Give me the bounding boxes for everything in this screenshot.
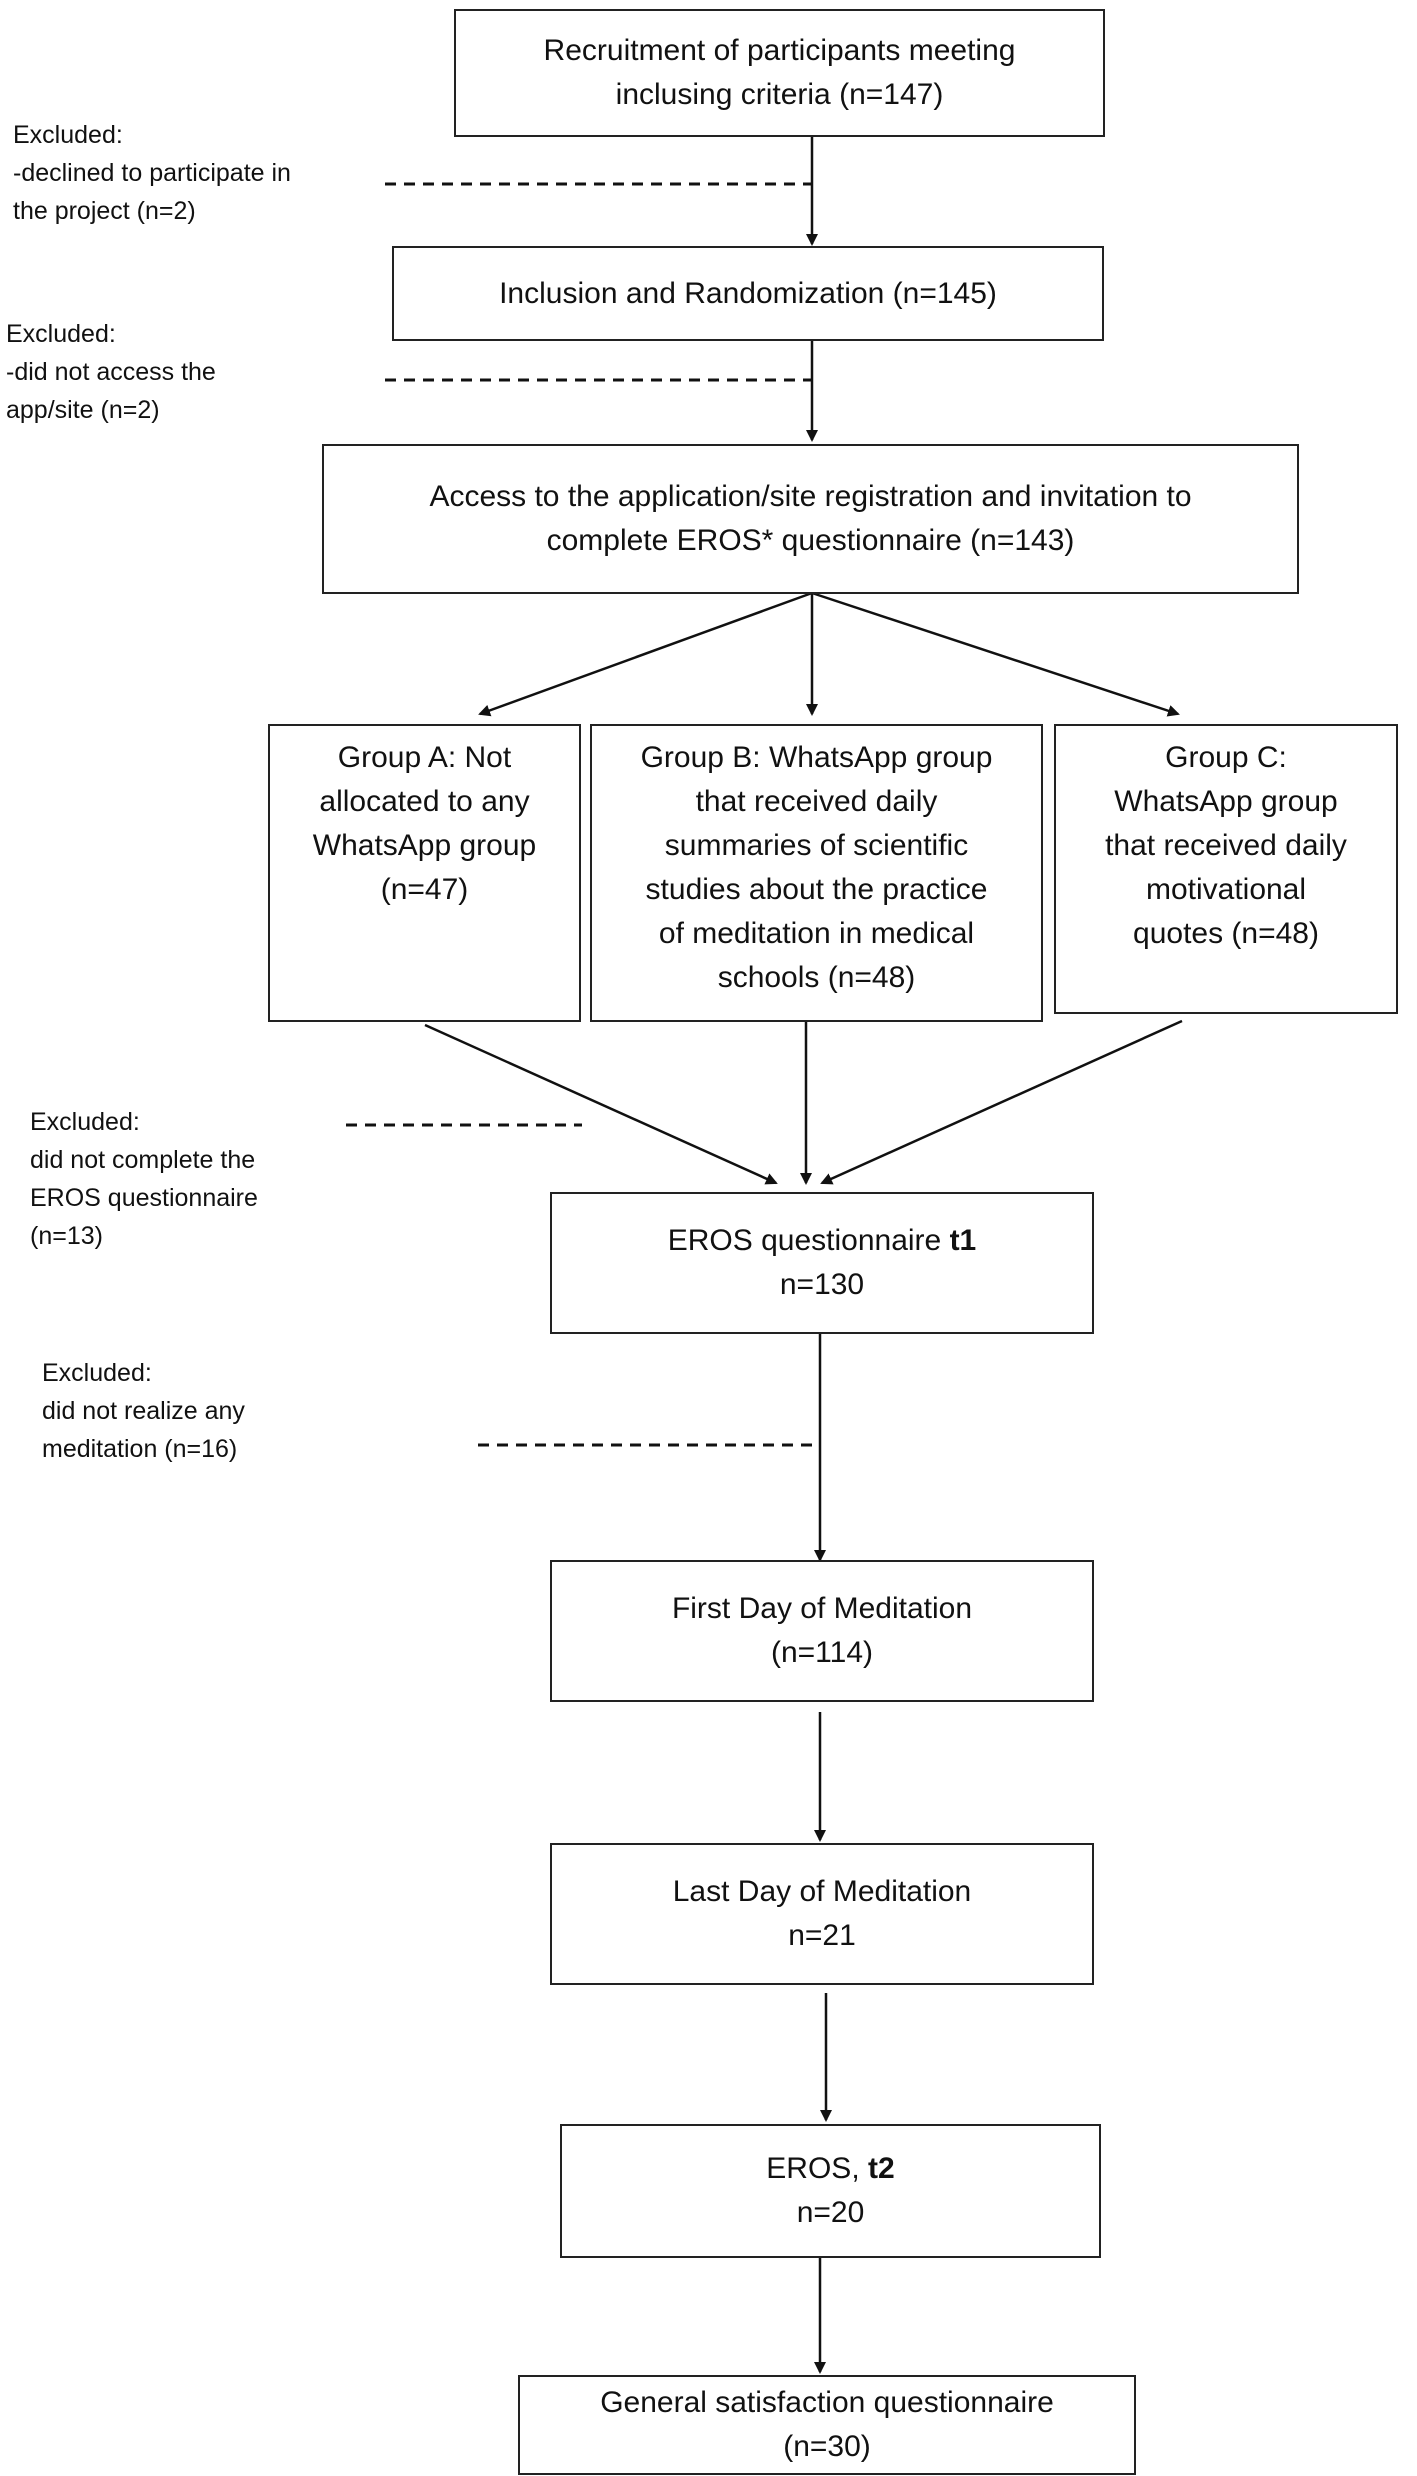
arrow-access-to-group-a	[478, 591, 813, 717]
satisfaction-line-2: (n=30)	[783, 2430, 871, 2463]
group-a-line-2: allocated to any	[319, 785, 530, 818]
eros-t1-box: EROS questionnaire t1 n=130	[550, 1192, 1094, 1334]
access-line-2: complete EROS* questionnaire (n=143)	[546, 524, 1075, 557]
inclusion-line-1: Inclusion and Randomization (n=145)	[499, 276, 997, 310]
group-b-box: Group B: WhatsApp group that received da…	[590, 724, 1043, 1022]
exclusion-4-line-2: did not realize any	[42, 1397, 245, 1425]
group-b-line-5: of meditation in medical	[658, 917, 975, 950]
exclusion-2-heading: Excluded:	[6, 320, 116, 348]
group-c-box: Group C: WhatsApp group that received da…	[1054, 724, 1398, 1014]
group-a-line-3: WhatsApp group	[312, 829, 537, 862]
eros-t1-timepoint: t1	[949, 1224, 977, 1257]
group-c-line-4: motivational	[1145, 873, 1307, 906]
group-b-line-1: Group B: WhatsApp group	[640, 741, 993, 774]
group-c-line-3: that received daily	[1105, 829, 1347, 862]
last-day-line-2: n=21	[788, 1919, 856, 1952]
exclusion-3-line-4: (n=13)	[30, 1222, 103, 1250]
last-day-line-1: Last Day of Meditation	[672, 1875, 972, 1908]
arrow-group-c-to-t1	[820, 1019, 1183, 1185]
eros-t2-label: EROS,	[766, 2152, 868, 2185]
last-day-box: Last Day of Meditation n=21	[550, 1843, 1094, 1985]
first-day-line-1: First Day of Meditation	[671, 1592, 973, 1625]
group-c-line-1: Group C:	[1165, 741, 1287, 774]
eros-t2-line-1: EROS, t2	[766, 2147, 894, 2191]
exclusion-4-line-3: meditation (n=16)	[42, 1435, 238, 1463]
exclusion-note-1: Excluded: -declined to participate in th…	[13, 116, 291, 230]
eros-t2-line-2: n=20	[796, 2196, 865, 2229]
exclusion-2-line-3: app/site (n=2)	[6, 396, 160, 424]
exclusion-2-line-2: -did not access the	[6, 358, 216, 386]
group-a-box: Group A: Not allocated to any WhatsApp g…	[268, 724, 581, 1022]
satisfaction-box: General satisfaction questionnaire (n=30…	[518, 2375, 1136, 2475]
exclusion-3-line-3: EROS questionnaire	[30, 1184, 258, 1212]
group-a-line-4: (n=47)	[380, 873, 469, 906]
group-b-line-2: that received daily	[695, 785, 938, 818]
exclusion-note-2: Excluded: -did not access the app/site (…	[6, 315, 216, 429]
group-c-line-2: WhatsApp group	[1114, 785, 1338, 818]
exclusion-4-heading: Excluded:	[42, 1359, 152, 1387]
eros-t1-line-2: n=130	[779, 1268, 865, 1301]
exclusion-3-line-2: did not complete the	[30, 1146, 256, 1174]
eros-t1-label: EROS questionnaire	[667, 1224, 950, 1257]
inclusion-box: Inclusion and Randomization (n=145)	[392, 246, 1104, 341]
group-b-line-4: studies about the practice	[645, 873, 988, 906]
group-a-line-1: Group A: Not	[337, 741, 512, 774]
exclusion-note-4: Excluded: did not realize any meditation…	[42, 1354, 245, 1468]
group-c-line-5: quotes (n=48)	[1133, 917, 1319, 950]
group-b-line-3: summaries of scientific	[664, 829, 969, 862]
exclusion-1-heading: Excluded:	[13, 121, 123, 149]
first-day-line-2: (n=114)	[770, 1636, 873, 1669]
first-day-box: First Day of Meditation (n=114)	[550, 1560, 1094, 1702]
access-box: Access to the application/site registrat…	[322, 444, 1299, 594]
group-b-line-6: schools (n=48)	[717, 961, 916, 994]
satisfaction-line-1: General satisfaction questionnaire	[600, 2386, 1054, 2419]
eros-t1-line-1: EROS questionnaire t1	[668, 1219, 977, 1263]
exclusion-note-3: Excluded: did not complete the EROS ques…	[30, 1103, 258, 1255]
arrow-access-to-group-c	[811, 591, 1180, 717]
exclusion-3-heading: Excluded:	[30, 1108, 140, 1136]
access-line-1: Access to the application/site registrat…	[429, 480, 1192, 513]
recruitment-line-1: Recruitment of participants meeting	[543, 34, 1016, 67]
recruitment-box: Recruitment of participants meeting incl…	[454, 9, 1105, 137]
arrow-group-a-to-t1	[424, 1023, 778, 1185]
eros-t2-timepoint: t2	[868, 2152, 895, 2185]
exclusion-1-line-2: -declined to participate in	[13, 159, 291, 187]
recruitment-line-2: inclusing criteria (n=147)	[615, 78, 944, 111]
eros-t2-box: EROS, t2 n=20	[560, 2124, 1101, 2258]
exclusion-1-line-3: the project (n=2)	[13, 197, 196, 225]
